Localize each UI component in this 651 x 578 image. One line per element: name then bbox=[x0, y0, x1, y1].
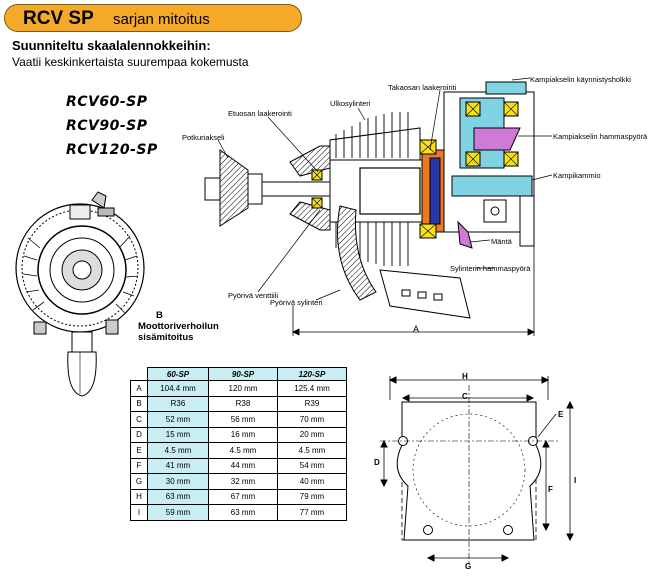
label-front-bearing: Etuosan laakerointi bbox=[228, 109, 292, 118]
spec-cell: 15 mm bbox=[147, 426, 209, 443]
spec-col-120: 120-SP bbox=[277, 367, 347, 381]
spec-cell: 77 mm bbox=[277, 504, 347, 521]
label-crankcase: Kampikammio bbox=[553, 171, 601, 180]
label-piston: Mäntä bbox=[491, 237, 512, 246]
spec-col-90: 90-SP bbox=[208, 367, 278, 381]
dim-label-d: D bbox=[374, 458, 380, 467]
label-rot-valve: Pyörivä venttiili bbox=[228, 291, 279, 300]
spec-cell: 79 mm bbox=[277, 488, 347, 505]
dim-label-i: I bbox=[574, 476, 577, 485]
spec-cell: R38 bbox=[208, 395, 278, 412]
spec-row-key: C bbox=[130, 411, 148, 428]
leader-lines bbox=[217, 77, 553, 301]
page-title: RCV SP bbox=[23, 8, 94, 29]
title-pill: RCV SP sarjan mitoitus bbox=[4, 4, 302, 32]
spec-cell: 54 mm bbox=[277, 457, 347, 474]
label-prop-shaft: Potkuriakseli bbox=[182, 133, 225, 142]
description: Vaatii keskinkertaista suurempaa kokemus… bbox=[12, 55, 249, 69]
spec-cell: R36 bbox=[147, 395, 209, 412]
spec-row-key: H bbox=[130, 488, 148, 505]
spec-cell: 63 mm bbox=[208, 504, 278, 521]
spec-cell: 59 mm bbox=[147, 504, 209, 521]
spec-cell: 16 mm bbox=[208, 426, 278, 443]
dim-label-g: G bbox=[465, 562, 472, 571]
spec-row-key: B bbox=[130, 395, 148, 412]
spec-row-key: F bbox=[130, 457, 148, 474]
spec-cell: R39 bbox=[277, 395, 347, 412]
label-rear-bearing: Takaosan laakerointi bbox=[388, 83, 457, 92]
spec-cell: 56 mm bbox=[208, 411, 278, 428]
dim-label-h: H bbox=[462, 372, 468, 381]
dimension-a bbox=[292, 246, 535, 336]
spec-cell: 125.4 mm bbox=[277, 380, 347, 397]
spec-header-row: 60-SP 90-SP 120-SP bbox=[130, 367, 347, 381]
dim-label-e: E bbox=[558, 410, 564, 419]
spec-cell: 40 mm bbox=[277, 473, 347, 490]
spec-cell: 30 mm bbox=[147, 473, 209, 490]
b-letter: B bbox=[156, 310, 163, 321]
spec-cell: 70 mm bbox=[277, 411, 347, 428]
spec-cell: 4.5 mm bbox=[208, 442, 278, 459]
spec-row-key: A bbox=[130, 380, 148, 397]
spec-cell: 67 mm bbox=[208, 488, 278, 505]
label-cyl-gear: Sylinterin hammaspyörä bbox=[450, 264, 531, 273]
label-crank-gear: Kampiakselin hammaspyörä bbox=[553, 132, 648, 141]
spec-cell: 104.4 mm bbox=[147, 380, 209, 397]
b-line1: Moottoriverhoilun bbox=[138, 321, 219, 332]
spec-row-key: I bbox=[130, 504, 148, 521]
spec-row-key: E bbox=[130, 442, 148, 459]
spec-row-key: D bbox=[130, 426, 148, 443]
dim-label-c: C bbox=[462, 392, 468, 401]
engine-cross-section bbox=[204, 81, 535, 319]
label-outer-cylinder: Ulkosylinteri bbox=[330, 99, 371, 108]
b-line2: sisämitoitus bbox=[138, 332, 194, 343]
spec-cell: 63 mm bbox=[147, 488, 209, 505]
engine-front-view bbox=[15, 191, 145, 397]
model-90: RCV90-SP bbox=[66, 118, 148, 134]
label-dim-a: A bbox=[413, 324, 420, 334]
spec-cell: 32 mm bbox=[208, 473, 278, 490]
model-60: RCV60-SP bbox=[66, 94, 148, 110]
spec-cell: 41 mm bbox=[147, 457, 209, 474]
spec-row-key: G bbox=[130, 473, 148, 490]
mount-plate-drawing bbox=[380, 376, 574, 565]
spec-cell: 4.5 mm bbox=[147, 442, 209, 459]
model-120: RCV120-SP bbox=[66, 142, 158, 158]
spec-cell: 20 mm bbox=[277, 426, 347, 443]
dim-label-f: F bbox=[548, 485, 553, 494]
spec-cell: 44 mm bbox=[208, 457, 278, 474]
spec-cell: 52 mm bbox=[147, 411, 209, 428]
page-subtitle: sarjan mitoitus bbox=[113, 11, 210, 28]
label-starter: Kampiakselin käynnistysholkki bbox=[530, 75, 631, 84]
spec-header-blank bbox=[130, 367, 148, 381]
heading: Suunniteltu skaalalennokkeihin: bbox=[12, 38, 211, 53]
spec-cell: 4.5 mm bbox=[277, 442, 347, 459]
label-rot-cyl: Pyörivä sylinteri bbox=[270, 298, 323, 307]
spec-col-60: 60-SP bbox=[147, 367, 209, 381]
spec-cell: 120 mm bbox=[208, 380, 278, 397]
b-label: B Moottoriverhoilun sisämitoitus bbox=[138, 310, 219, 343]
